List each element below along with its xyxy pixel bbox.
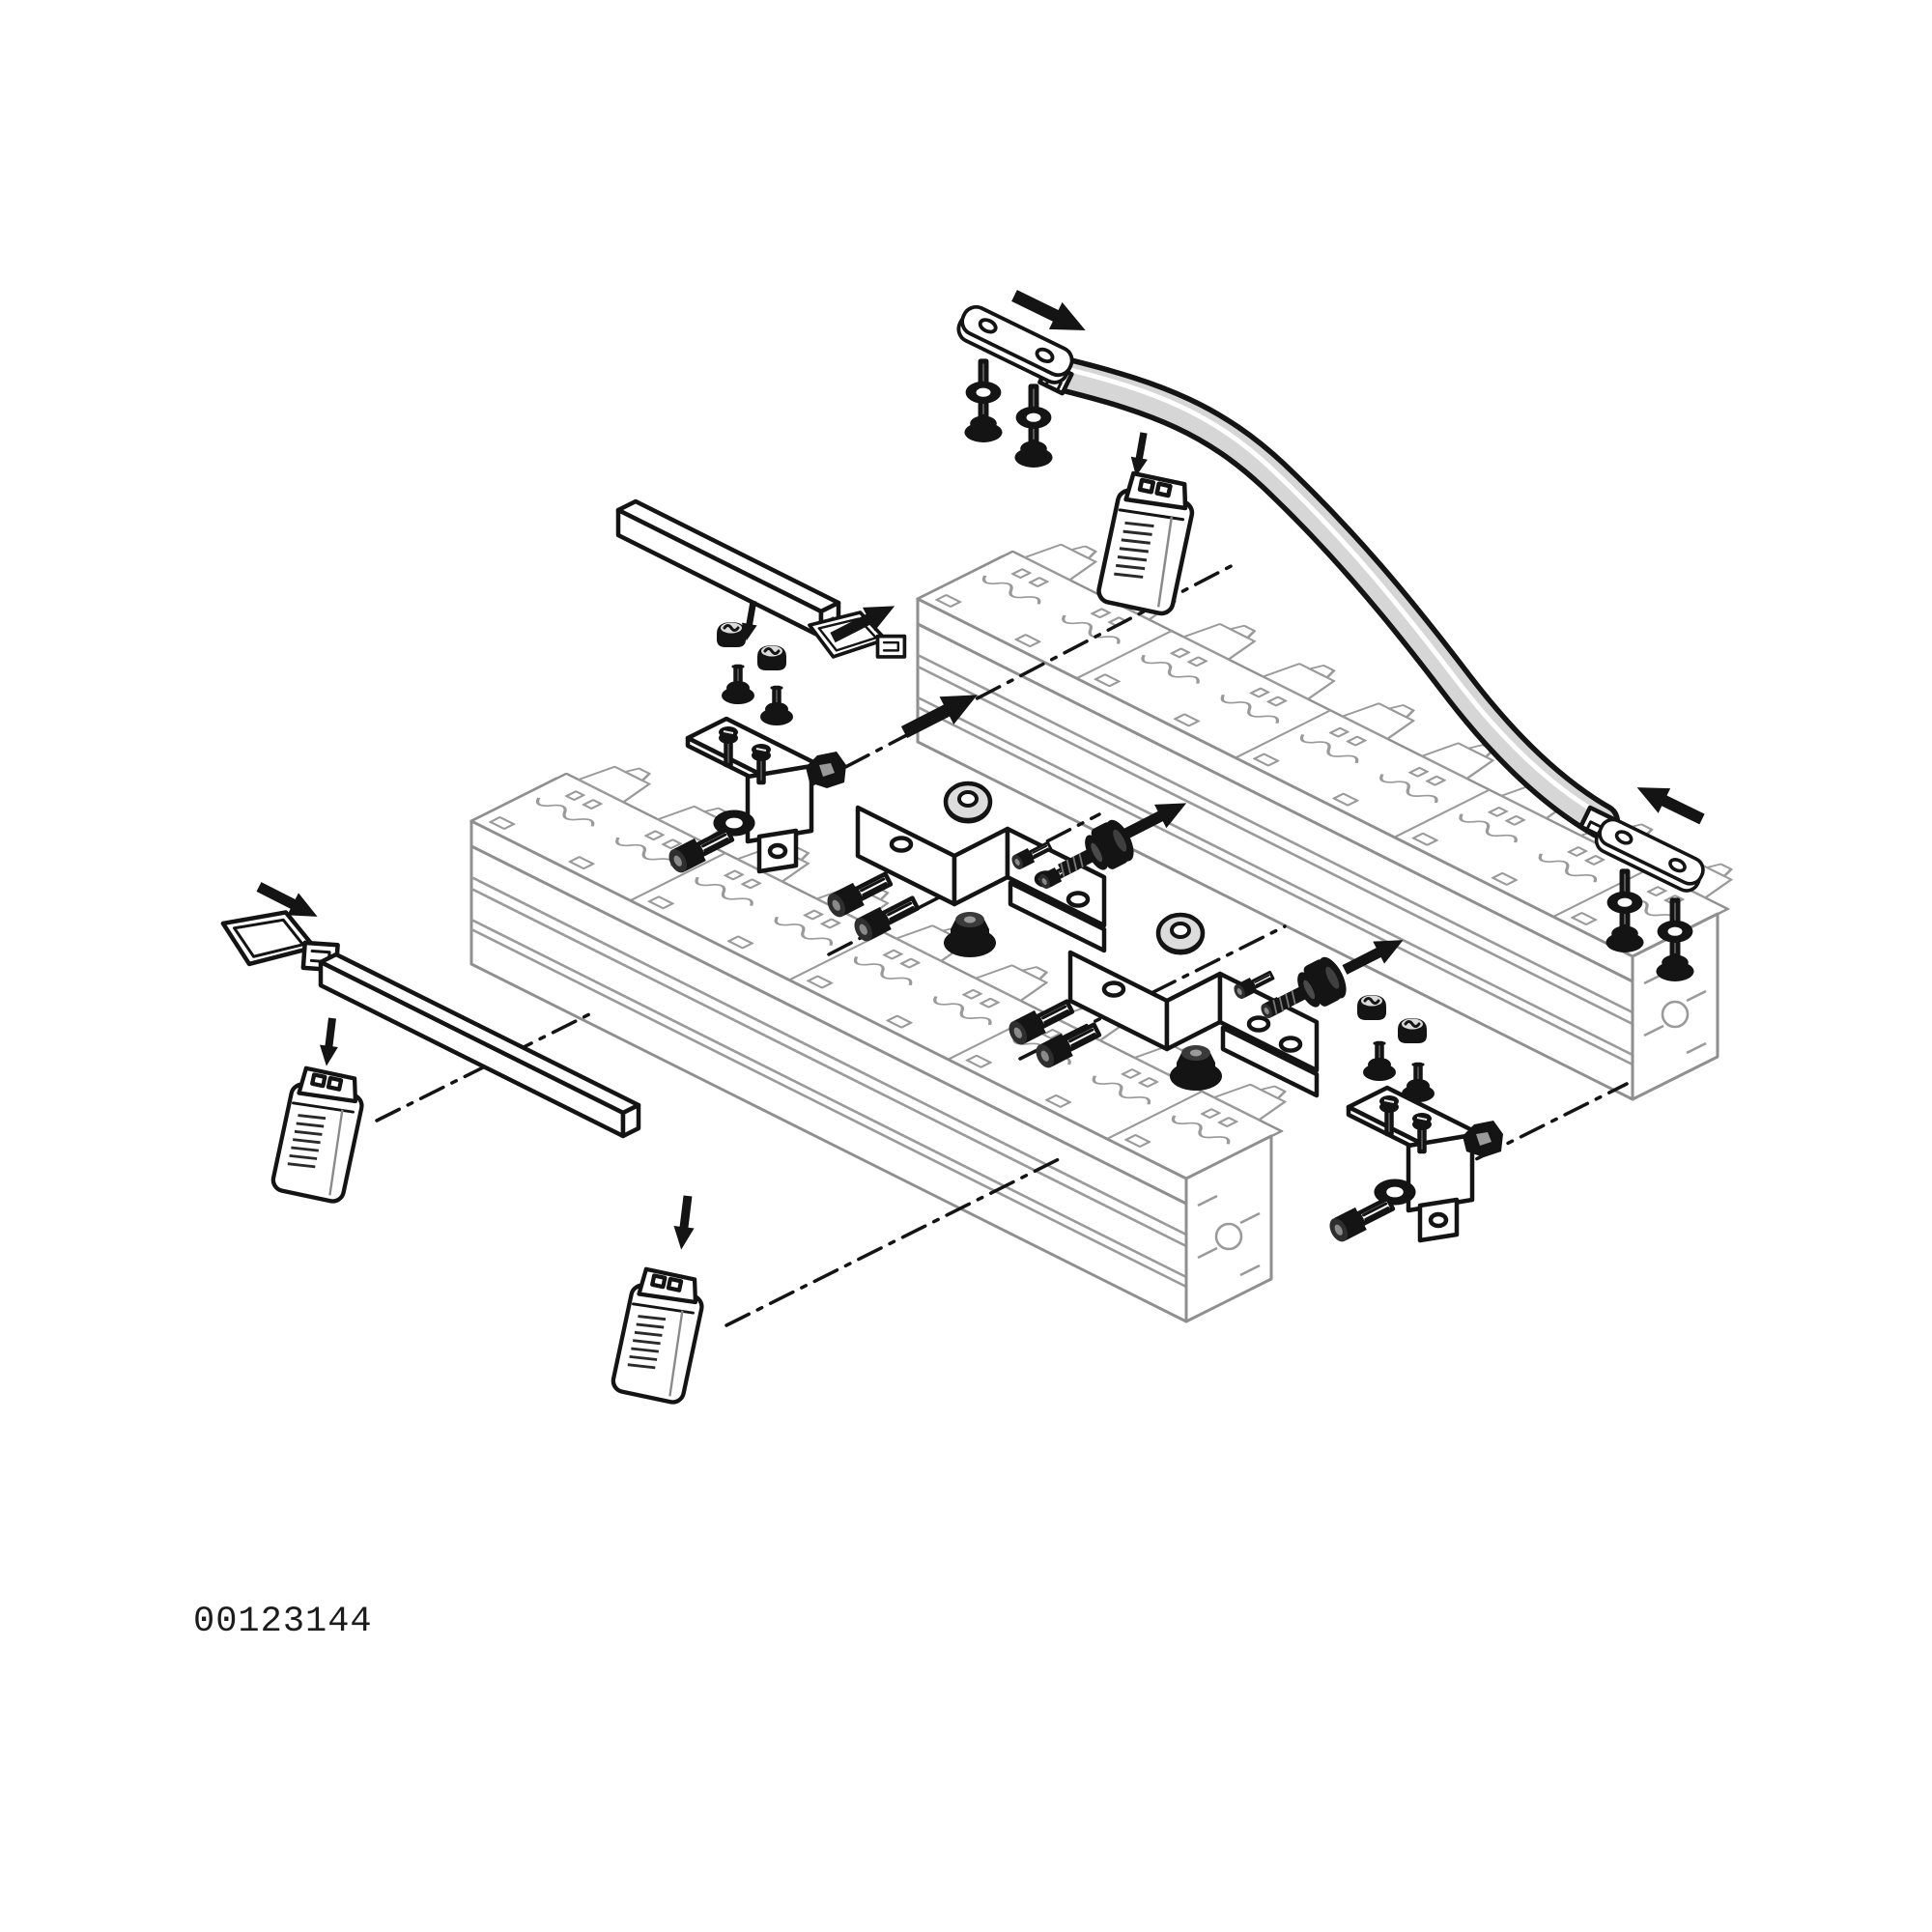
- end-cap-icon: [611, 1267, 707, 1405]
- flange-nut-icon: [1170, 1045, 1222, 1091]
- clamp-unit-right: [1326, 993, 1503, 1244]
- cap-nut-icon: [715, 620, 748, 649]
- end-cap-left: [271, 1016, 367, 1204]
- stud-screw-icon: [1363, 1043, 1396, 1081]
- stud-screw-icon: [722, 667, 754, 704]
- arrow-endcap-left-icon: [317, 1016, 342, 1067]
- hex-bolt-icon: [1326, 1192, 1396, 1244]
- arrow-endcap-top-icon: [1127, 431, 1152, 478]
- washer-nut-icon: [946, 783, 990, 822]
- guide-line-endcap-middle: [724, 1157, 1061, 1327]
- fastening-screw-icon: [1014, 386, 1052, 468]
- cap-nut-icon: [1396, 1016, 1429, 1045]
- flange-nut-icon: [944, 912, 996, 957]
- cap-nut-icon: [1355, 993, 1388, 1022]
- clamp-unit-left: [666, 599, 846, 876]
- cap-nut-icon: [755, 643, 788, 672]
- fastening-screw-icon: [964, 361, 1002, 442]
- wedge-end-piece-left: [220, 875, 340, 970]
- end-cap-top: [1096, 431, 1198, 615]
- cover-profile-bar: [615, 498, 841, 639]
- washer-nut-icon: [1158, 915, 1203, 953]
- clamp-claw-icon: [806, 752, 846, 788]
- arrow-plate-right-icon: [1631, 775, 1709, 832]
- end-cap-icon: [271, 1066, 367, 1204]
- stud-screw-icon: [760, 688, 793, 725]
- arrow-endcap-middle-icon: [670, 1194, 698, 1251]
- strap-highlight: [1062, 365, 1602, 817]
- part-number-caption: 00123144: [193, 1602, 373, 1642]
- clamp-profile-strip: [318, 952, 641, 1139]
- end-cap-middle: [611, 1194, 707, 1405]
- cross-strap: [1037, 356, 1620, 840]
- end-cap-icon: [1096, 471, 1198, 615]
- strap-fill: [1051, 361, 1615, 835]
